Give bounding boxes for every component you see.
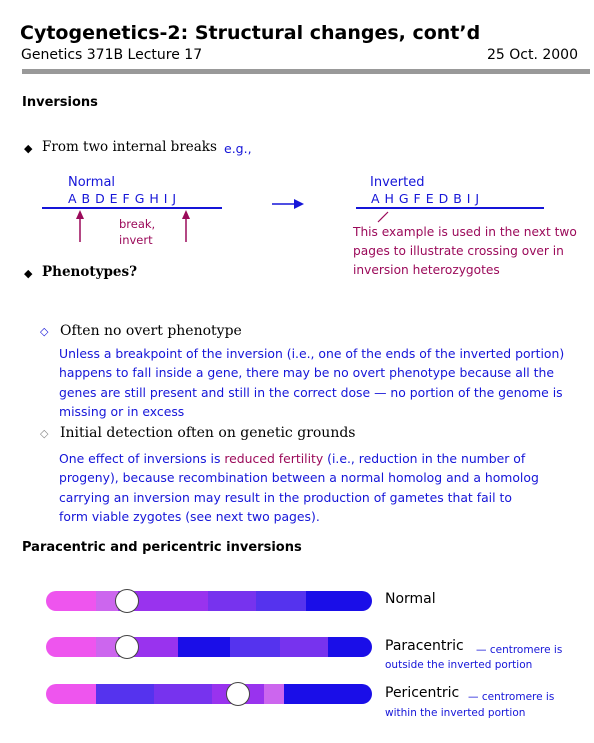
normal-chromosome <box>46 591 372 611</box>
pointer-tick-icon <box>377 211 389 223</box>
bullet-phenotypes: Phenotypes? <box>42 264 137 280</box>
inversions-heading: Inversions <box>22 95 98 110</box>
no-phenotype-explanation: Unless a breakpoint of the inversion (i.… <box>59 346 565 419</box>
header-divider <box>22 69 590 74</box>
pericentric-label: Pericentric <box>385 685 460 701</box>
page-title: Cytogenetics-2: Structural changes, cont… <box>20 22 481 44</box>
paracentric-label: Paracentric <box>385 638 464 654</box>
hollow-diamond-icon: ◇ <box>40 427 49 440</box>
paracentric-centromere <box>115 635 139 659</box>
pericentric-centromere <box>226 682 250 706</box>
break-arrows-icon <box>76 210 190 242</box>
normal-centromere <box>115 589 139 613</box>
hollow-diamond-icon: ◇ <box>40 325 49 338</box>
normal-chromosome-line <box>42 207 222 209</box>
pericentric-note-1: — centromere is <box>468 691 555 703</box>
genetic-grounds-explanation: One effect of inversions is reduced fert… <box>59 451 539 524</box>
inverted-seq-label: Inverted <box>370 175 425 190</box>
eg-label: e.g., <box>224 141 252 156</box>
right-arrow-icon <box>272 199 304 209</box>
break-note: break, invert <box>119 217 156 247</box>
lecture-date: 25 Oct. 2000 <box>487 47 578 63</box>
bullet-diamond-icon: ◆ <box>24 267 33 280</box>
bullet-two-breaks: From two internal breaks <box>42 139 217 155</box>
bullet-diamond-icon: ◆ <box>24 142 33 155</box>
pericentric-note-2: within the inverted portion <box>385 707 526 719</box>
lecture-subtitle: Genetics 371B Lecture 17 <box>21 47 203 63</box>
sub-bullet-no-phenotype: Often no overt phenotype <box>60 323 242 339</box>
normal-sequence: A B D E F G H I J <box>68 191 177 206</box>
pericentric-chromosome <box>46 684 372 704</box>
reduced-fertility-highlight: reduced fertility <box>224 451 324 466</box>
normal-chromosome-label: Normal <box>385 591 436 607</box>
inverted-sequence: A H G F E D B I J <box>371 191 480 206</box>
paracentric-heading: Paracentric and pericentric inversions <box>22 540 302 555</box>
sub-bullet-genetic-grounds: Initial detection often on genetic groun… <box>60 425 356 441</box>
inverted-chromosome-line <box>356 207 544 209</box>
paracentric-note-1: — centromere is <box>476 644 563 656</box>
paracentric-note-2: outside the inverted portion <box>385 659 533 671</box>
example-note: This example is used in the next two pag… <box>353 225 577 277</box>
normal-seq-label: Normal <box>68 175 116 190</box>
paracentric-chromosome <box>46 637 372 657</box>
